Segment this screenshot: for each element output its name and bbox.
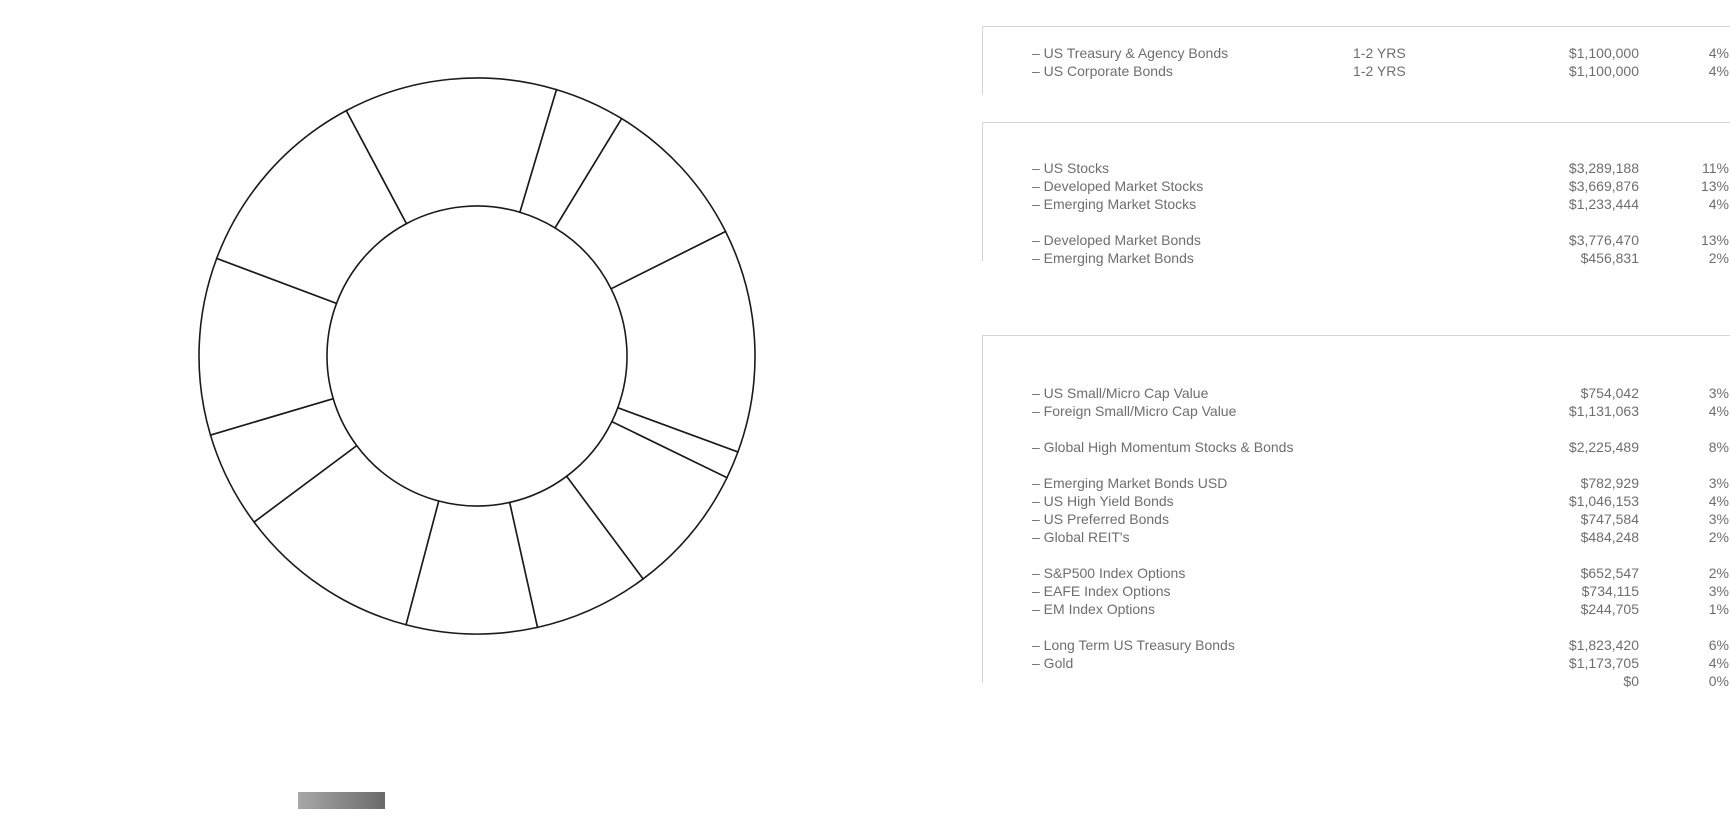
amount-value: $734,115 [1581,583,1639,599]
allocation-row: – Emerging Market Bonds USD $782,929 3% [983,474,1730,492]
donut-slice-12 [345,77,558,225]
allocation-row: – EAFE Index Options $734,115 3% [983,582,1730,600]
allocation-row: – Gold $1,173,705 4% [983,654,1730,672]
asset-label: – Emerging Market Stocks [1032,196,1197,212]
allocation-row: – Emerging Market Bonds $456,831 2% [983,249,1730,267]
allocation-row: – Emerging Market Stocks $1,233,444 4% [983,195,1730,213]
asset-label: – US Corporate Bonds [1032,63,1173,79]
amount-value: $652,547 [1580,565,1639,581]
allocation-row: $0 0% [983,672,1730,690]
amount-value: $1,046,153 [1568,493,1639,509]
amount-value: $1,131,063 [1568,403,1639,419]
amount-value: $1,233,444 [1568,196,1639,212]
amount-value: $0 [1623,673,1639,689]
asset-label: – US Treasury & Agency Bonds [1032,45,1229,61]
allocation-row: – US Treasury & Agency Bonds 1-2 YRS $1,10… [983,44,1730,62]
asset-label: – EAFE Index Options [1032,583,1171,599]
asset-label: – Emerging Market Bonds [1032,250,1194,266]
asset-label: – Global High Momentum Stocks & Bonds [1032,439,1294,455]
percent-value: 0% [1708,673,1729,689]
allocation-row: – Long Term US Treasury Bonds $1,823,420 6… [983,636,1730,654]
percent-value: 4% [1708,45,1729,61]
percent-value: 4% [1708,493,1729,509]
amount-value: $244,705 [1580,601,1639,617]
allocation-row: – US Corporate Bonds 1-2 YRS $1,100,000 4% [983,62,1730,80]
term-label: 1-2 YRS [1353,63,1406,79]
asset-label: – Emerging Market Bonds USD [1032,475,1228,491]
amount-value: $1,100,000 [1568,45,1639,61]
allocation-row: – Developed Market Stocks $3,669,876 13% [983,177,1730,195]
percent-value: 2% [1708,250,1729,266]
amount-value: $1,823,420 [1568,637,1639,653]
allocation-row: – Developed Market Bonds $3,776,470 13% [983,231,1730,249]
allocation-row: – Global REIT's $484,248 2% [983,528,1730,546]
percent-value: 2% [1708,529,1729,545]
asset-label: – Gold [1032,655,1074,671]
allocation-row: – EM Index Options $244,705 1% [983,600,1730,618]
amount-value: $3,289,188 [1568,160,1639,176]
amount-value: $2,225,489 [1568,439,1639,455]
amount-value: $1,100,000 [1568,63,1639,79]
percent-value: 3% [1708,385,1729,401]
asset-label: – S&P500 Index Options [1032,565,1186,581]
term-label: 1-2 YRS [1353,45,1406,61]
amount-value: $484,248 [1580,529,1639,545]
asset-label: – Developed Market Stocks [1032,178,1204,194]
amount-value: $747,584 [1580,511,1639,527]
percent-value: 4% [1708,196,1729,212]
allocation-row: – Foreign Small/Micro Cap Value $1,131,06… [983,402,1730,420]
percent-value: 4% [1708,403,1729,419]
percent-value: 13% [1700,232,1729,248]
amount-value: $3,776,470 [1568,232,1639,248]
allocation-row: – Global High Momentum Stocks & Bonds $2,… [983,438,1730,456]
legend-swatch [298,792,385,809]
percent-value: 2% [1708,565,1729,581]
amount-value: $754,042 [1580,385,1639,401]
amount-value: $782,929 [1580,475,1639,491]
donut-chart [198,77,756,635]
fixed-income-section: – US Treasury & Agency Bonds 1-2 YRS $1,10… [982,26,1730,95]
asset-label: – US Stocks [1032,160,1110,176]
percent-value: 1% [1708,601,1729,617]
asset-label: – Foreign Small/Micro Cap Value [1032,403,1237,419]
percent-value: 11% [1702,160,1729,176]
amount-value: $1,173,705 [1568,655,1639,671]
allocation-row: – US Preferred Bonds $747,584 3% [983,510,1730,528]
percent-value: 3% [1708,583,1729,599]
percent-value: 3% [1708,511,1729,527]
allocation-row: – US Stocks $3,289,188 11% [983,159,1730,177]
asset-label: – US Preferred Bonds [1032,511,1169,527]
percent-value: 4% [1708,63,1729,79]
allocation-row: – S&P500 Index Options $652,547 2% [983,564,1730,582]
asset-label: – Long Term US Treasury Bonds [1032,637,1235,653]
asset-label: – Global REIT's [1032,529,1130,545]
amount-value: $3,669,876 [1568,178,1639,194]
percent-value: 8% [1708,439,1729,455]
asset-label: – US Small/Micro Cap Value [1032,385,1209,401]
allocation-row: – US Small/Micro Cap Value $754,042 3% [983,384,1730,402]
percent-value: 3% [1708,475,1729,491]
asset-label: – US High Yield Bonds [1032,493,1174,509]
amount-value: $456,831 [1580,250,1639,266]
asset-label: – Developed Market Bonds [1032,232,1201,248]
percent-value: 4% [1708,655,1729,671]
percent-value: 13% [1700,178,1729,194]
asset-label: – EM Index Options [1032,601,1155,617]
allocation-row: – US High Yield Bonds $1,046,153 4% [983,492,1730,510]
percent-value: 6% [1708,637,1729,653]
